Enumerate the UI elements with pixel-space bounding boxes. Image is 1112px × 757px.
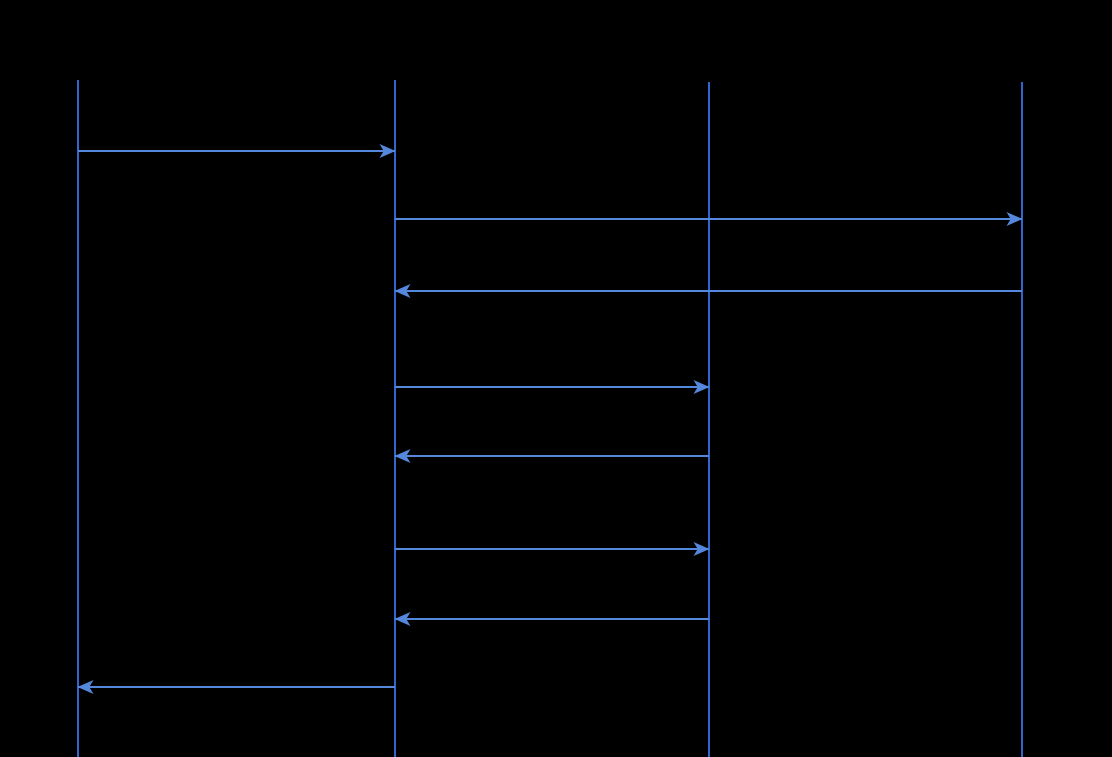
messages-group: [77, 144, 1023, 694]
lifelines-group: [77, 80, 1023, 757]
